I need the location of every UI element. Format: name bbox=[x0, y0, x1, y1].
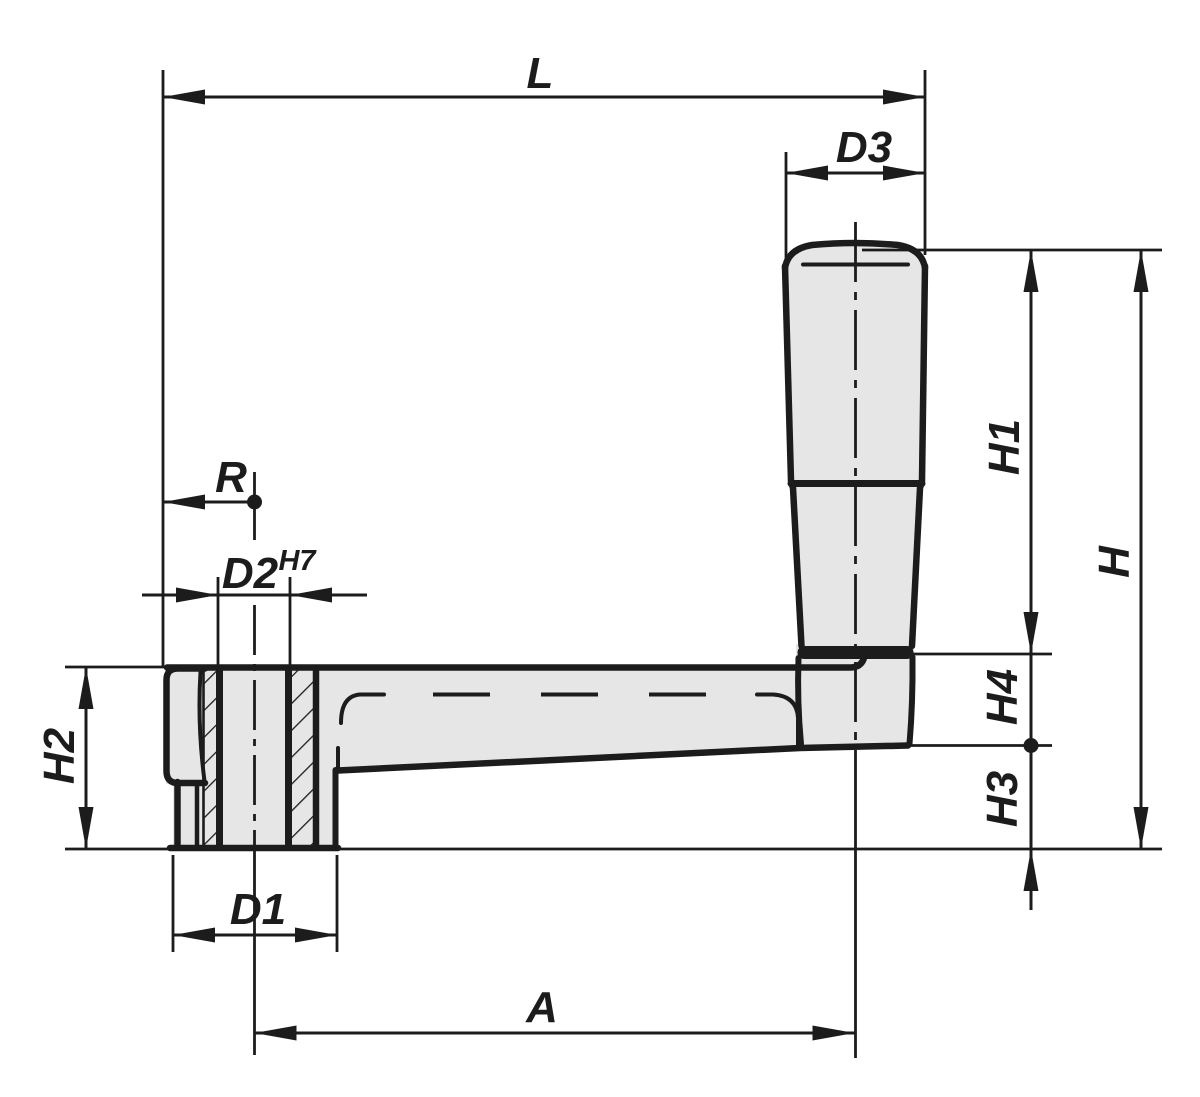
dim-label-H: H bbox=[1090, 545, 1139, 578]
dim-label-H4: H4 bbox=[978, 669, 1027, 725]
dim-label-R: R bbox=[215, 453, 247, 502]
dim-dot-R bbox=[247, 494, 262, 510]
arm-bottom-edge bbox=[334, 742, 912, 774]
arrow-up-icon bbox=[1133, 250, 1149, 292]
arrow-left-icon bbox=[163, 494, 205, 510]
dim-label-H3: H3 bbox=[978, 771, 1027, 827]
dim-label-D3: D3 bbox=[836, 123, 892, 172]
part-outlines bbox=[163, 239, 929, 852]
part-fill-shape bbox=[166, 243, 925, 849]
dimension-D2: D2 H7 bbox=[142, 545, 367, 603]
section-hatching-left bbox=[204, 669, 217, 847]
arrow-down-icon bbox=[78, 807, 94, 849]
arrow-up-icon bbox=[1023, 849, 1039, 891]
dim-label-D2-tolerance: H7 bbox=[278, 545, 317, 577]
arrow-left-icon bbox=[786, 165, 828, 181]
arrow-right-icon bbox=[883, 165, 925, 181]
dimension-A: A bbox=[254, 983, 855, 1041]
dimension-D3: D3 bbox=[786, 123, 925, 181]
arrow-up-icon bbox=[1023, 250, 1039, 292]
dimension-R: R bbox=[163, 453, 262, 510]
arm-top-edge bbox=[163, 654, 868, 671]
arrow-down-icon bbox=[1133, 807, 1149, 849]
dim-label-D2: D2 bbox=[222, 549, 279, 598]
arrow-right-icon bbox=[176, 587, 218, 603]
arrow-up-icon bbox=[78, 667, 94, 709]
dim-label-H2: H2 bbox=[35, 727, 84, 784]
section-hatching-right bbox=[292, 669, 314, 848]
knob-boss-right-edge bbox=[906, 654, 916, 747]
dim-label-A: A bbox=[525, 983, 558, 1032]
dimension-L: L bbox=[163, 49, 925, 105]
dimension-H1-H4-H3: H1 H4 H3 bbox=[978, 250, 1039, 910]
arrow-down-icon bbox=[1023, 612, 1039, 654]
part-silhouette bbox=[166, 243, 925, 849]
dim-label-H1: H1 bbox=[980, 419, 1029, 475]
dim-label-L: L bbox=[527, 49, 554, 98]
dimension-D1: D1 bbox=[173, 885, 337, 943]
dim-label-D1: D1 bbox=[230, 885, 286, 934]
dimension-H: H bbox=[1090, 250, 1149, 849]
arrow-right-icon bbox=[883, 89, 925, 105]
recess-contour-left bbox=[339, 692, 386, 725]
arrow-left-icon bbox=[290, 587, 332, 603]
arrow-left-icon bbox=[254, 1025, 297, 1041]
dim-dot-H4 bbox=[1023, 738, 1039, 753]
arrow-left-icon bbox=[173, 927, 215, 943]
knob-boss-left-edge bbox=[795, 655, 804, 747]
dimension-H2: H2 bbox=[35, 667, 94, 849]
arrow-left-icon bbox=[163, 89, 205, 105]
arrow-right-icon bbox=[812, 1025, 855, 1041]
dimensions: L D3 R D2 H7 H2 bbox=[35, 49, 1149, 1041]
centerlines bbox=[253, 222, 857, 1058]
arrow-right-icon bbox=[295, 927, 337, 943]
